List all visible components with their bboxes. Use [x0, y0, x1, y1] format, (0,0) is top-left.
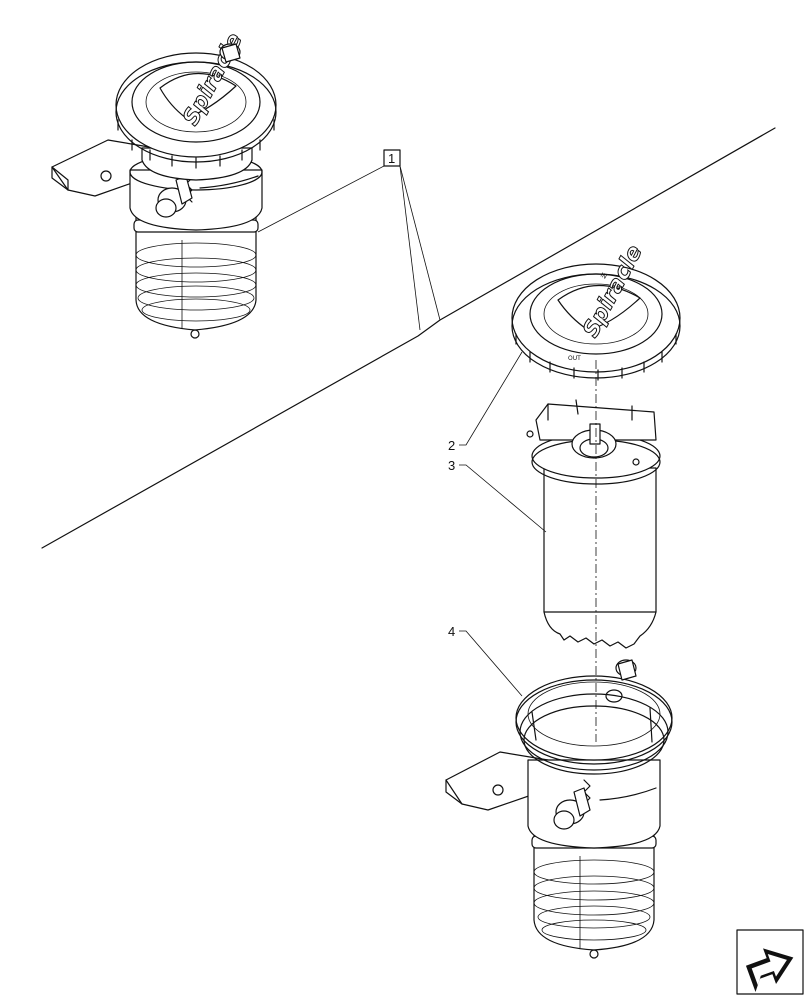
- callout-1: 1: [257, 149, 441, 331]
- callout-2: 2: [448, 351, 523, 453]
- callout-1-label: 1: [388, 151, 395, 166]
- callout-4-label: 4: [448, 624, 455, 639]
- cap-out-label: OUT: [568, 355, 581, 362]
- cap-in-label: IN: [599, 272, 608, 281]
- assembled-filter: Spiracle: [51, 29, 277, 339]
- separation-line: [41, 127, 776, 549]
- next-page-arrow-icon[interactable]: [736, 929, 804, 995]
- filter-element: [526, 399, 661, 649]
- callout-3-label: 3: [448, 458, 455, 473]
- filter-cap: Spiracle IN OUT: [511, 241, 681, 381]
- callout-4: 4: [448, 624, 523, 697]
- callout-2-label: 2: [448, 438, 455, 453]
- filter-housing: [445, 659, 673, 959]
- callout-3: 3: [448, 458, 547, 533]
